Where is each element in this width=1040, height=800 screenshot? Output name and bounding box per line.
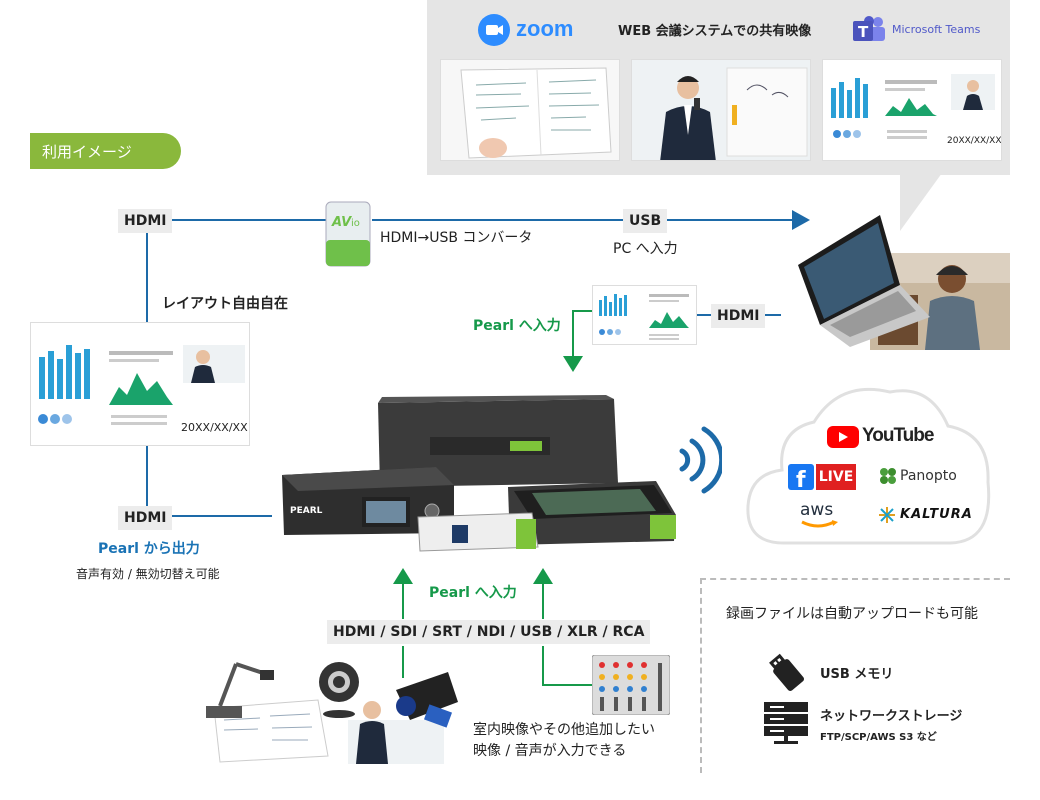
zoom-icon — [478, 14, 510, 46]
layout-preview-date: 20XX/XX/XX — [181, 421, 248, 434]
recording-title: 録画ファイルは自動アップロードも可能 — [726, 606, 978, 622]
arrow-up-icon — [393, 568, 413, 584]
panopto-icon — [880, 468, 896, 484]
input-formats-label: HDMI / SDI / SRT / NDI / USB / XLR / RCA — [327, 620, 651, 644]
arrow-up-icon-2 — [533, 568, 553, 584]
output-hdmi-label: HDMI — [118, 506, 173, 530]
input-source-line-left — [402, 646, 404, 678]
kaltura-wordmark: KALTURA — [900, 507, 973, 522]
top-flow-line-right — [372, 219, 798, 221]
teams-icon: T — [853, 16, 885, 41]
live-badge: LIVE — [816, 464, 856, 490]
svg-text:AV: AV — [331, 215, 352, 230]
youtube-logo: YouTube — [826, 422, 936, 450]
pc-to-pearl-line-h — [572, 310, 592, 312]
svg-text:f: f — [796, 468, 806, 490]
input-devices-image — [200, 650, 465, 765]
arrow-down-icon — [563, 356, 583, 372]
pc-to-pearl-line — [572, 310, 574, 360]
shared-layout-image: 20XX/XX/XX — [822, 59, 1002, 161]
panopto-logo: Panopto — [878, 466, 968, 488]
usb-label: USB — [623, 209, 668, 233]
input-mixer-line — [542, 684, 592, 686]
pearl-output-label: Pearl から出力 — [98, 541, 200, 557]
facebook-live-logo: f LIVE — [788, 464, 856, 493]
zoom-wordmark: zoom — [516, 16, 574, 41]
web-meeting-title: WEB 会議システムでの共有映像 — [618, 24, 812, 39]
aws-icon — [801, 520, 838, 528]
hdmi-usb-converter: AV io — [325, 201, 371, 267]
usage-tag-label: 利用イメージ — [42, 143, 132, 161]
recording-box-border-top — [700, 578, 1010, 580]
left-vertical-line-top — [146, 219, 148, 324]
pearl-devices-image: PEARL — [270, 395, 680, 555]
recording-box-border-left — [700, 578, 702, 773]
storage-protocols-label: FTP/SCP/AWS S3 など — [820, 732, 937, 743]
svg-text:T: T — [858, 23, 869, 41]
aws-logo: aws — [800, 500, 840, 530]
zoom-logo: zoom — [478, 14, 588, 46]
speech-bubble-tail — [900, 173, 942, 231]
input-description-line2: 映像 / 音声が入力できる — [473, 743, 627, 759]
converter-label: HDMI→USB コンバータ — [380, 230, 533, 246]
teams-logo: T Microsoft Teams — [852, 15, 982, 45]
youtube-icon — [827, 426, 859, 448]
pc-screen-preview — [592, 285, 697, 345]
svg-text:io: io — [351, 218, 360, 229]
laptop-image — [790, 205, 1010, 350]
pc-pearl-input-label: Pearl へ入力 — [473, 318, 561, 334]
shared-layout-date: 20XX/XX/XX — [947, 136, 1002, 146]
layout-free-label: レイアウト自由自在 — [162, 296, 288, 312]
shared-speaker-image — [631, 59, 811, 161]
left-vertical-line-bottom — [146, 446, 148, 506]
teams-wordmark: Microsoft Teams — [892, 23, 981, 36]
usb-memory-label: USB メモリ — [820, 667, 894, 682]
input-arrow-line-right — [542, 584, 544, 619]
pc-hdmi-line-left — [697, 314, 711, 316]
pc-hdmi-label: HDMI — [711, 304, 766, 328]
kaltura-logo: KALTURA — [878, 506, 974, 526]
aws-wordmark: aws — [800, 500, 834, 520]
input-arrow-line-left — [402, 584, 404, 619]
wifi-icon — [679, 426, 722, 494]
audio-toggle-note: 音声有効 / 無効切替え可能 — [76, 567, 220, 581]
inputs-pearl-input-label: Pearl へ入力 — [429, 585, 517, 601]
arrow-right-icon — [792, 210, 810, 230]
top-hdmi-label: HDMI — [118, 209, 173, 233]
layout-preview: 20XX/XX/XX — [30, 322, 250, 446]
input-source-line-right — [542, 646, 544, 686]
pc-hdmi-line-right — [765, 314, 781, 316]
input-description-line1: 室内映像やその他追加したい — [473, 722, 655, 738]
pc-input-label: PC へ入力 — [613, 241, 678, 257]
svg-text:PEARL: PEARL — [290, 506, 323, 516]
usb-memory-icon — [769, 653, 805, 691]
facebook-icon: f — [788, 464, 814, 493]
network-storage-label: ネットワークストレージ — [820, 709, 963, 724]
kaltura-icon — [879, 507, 895, 523]
shared-notebook-image — [440, 59, 620, 161]
usage-tag: 利用イメージ — [30, 133, 181, 169]
youtube-wordmark: YouTube — [862, 425, 934, 446]
top-flow-line-left — [148, 219, 328, 221]
server-icon — [764, 702, 808, 744]
output-line — [172, 515, 272, 517]
audio-mixer-image — [592, 655, 670, 715]
cloud-shape — [746, 387, 991, 545]
panopto-wordmark: Panopto — [900, 468, 957, 484]
